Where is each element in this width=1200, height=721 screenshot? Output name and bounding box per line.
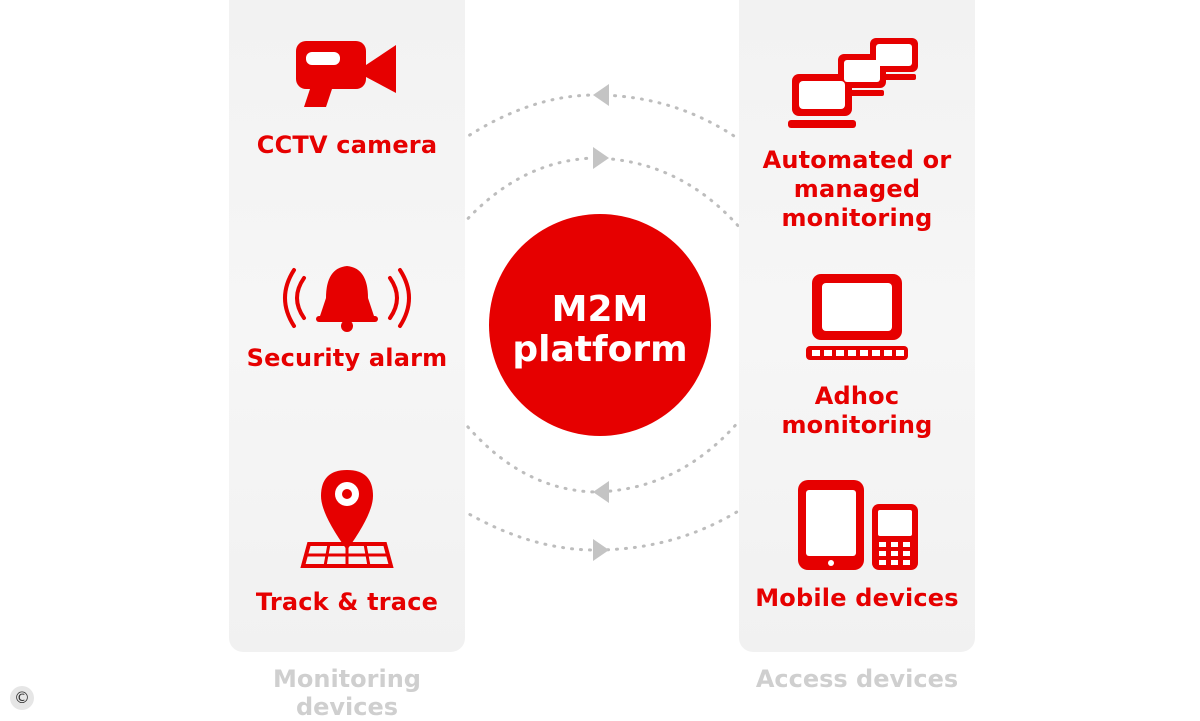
- track-trace-item: Track & trace: [229, 468, 465, 617]
- mobile-devices-label: Mobile devices: [755, 584, 959, 612]
- adhoc-monitoring-label: Adhoc monitoring: [739, 382, 975, 440]
- cctv-camera-label: CCTV camera: [256, 131, 438, 159]
- security-alarm-item: Security alarm: [229, 262, 465, 373]
- outer-top-arc: [460, 93, 742, 142]
- monitoring-devices-caption: Monitoring devices: [273, 665, 421, 721]
- tablet-phone-icon: [798, 480, 918, 570]
- automated-label-line-2: managed: [793, 175, 921, 203]
- adhoc-label-line-2: monitoring: [781, 411, 933, 439]
- mobile-devices-item: Mobile devices: [739, 478, 975, 613]
- arrow-right-bottom-icon: [593, 539, 609, 561]
- adhoc-label-line-1: Adhoc: [814, 382, 900, 410]
- arrow-left-top-icon: [593, 84, 609, 106]
- adhoc-monitoring-item: Adhoc monitoring: [739, 272, 975, 440]
- access-devices-panel: Automated or managed monitoring Adhoc mo…: [739, 0, 975, 652]
- automated-label-line-1: Automated or: [762, 146, 952, 174]
- hub-line-2: platform: [512, 329, 688, 370]
- outer-bottom-arc: [460, 508, 742, 552]
- automated-label-line-3: monitoring: [781, 204, 933, 232]
- monitoring-devices-panel: CCTV camera Security alarm Track & trace: [229, 0, 465, 652]
- inner-bottom-arc: [460, 418, 742, 494]
- copyright-badge: ©: [10, 686, 34, 710]
- automated-monitoring-item: Automated or managed monitoring: [739, 36, 975, 233]
- access-devices-caption: Access devices: [755, 665, 959, 693]
- cctv-camera-item: CCTV camera: [229, 37, 465, 160]
- alarm-bell-icon: [283, 266, 411, 332]
- automated-monitoring-label: Automated or managed monitoring: [739, 146, 975, 233]
- hub-line-1: M2M: [551, 289, 649, 330]
- video-camera-icon: [296, 41, 396, 107]
- monitor-network-icon: [788, 38, 918, 128]
- arrow-left-bottom-icon: [593, 481, 609, 503]
- arrow-right-top-icon: [593, 147, 609, 169]
- map-pin-icon: [300, 470, 394, 568]
- security-alarm-label: Security alarm: [246, 344, 448, 372]
- m2m-hub-circle: [489, 214, 711, 436]
- computer-icon: [806, 274, 908, 360]
- hub-label: M2M platform: [490, 290, 710, 370]
- track-trace-label: Track & trace: [255, 588, 439, 616]
